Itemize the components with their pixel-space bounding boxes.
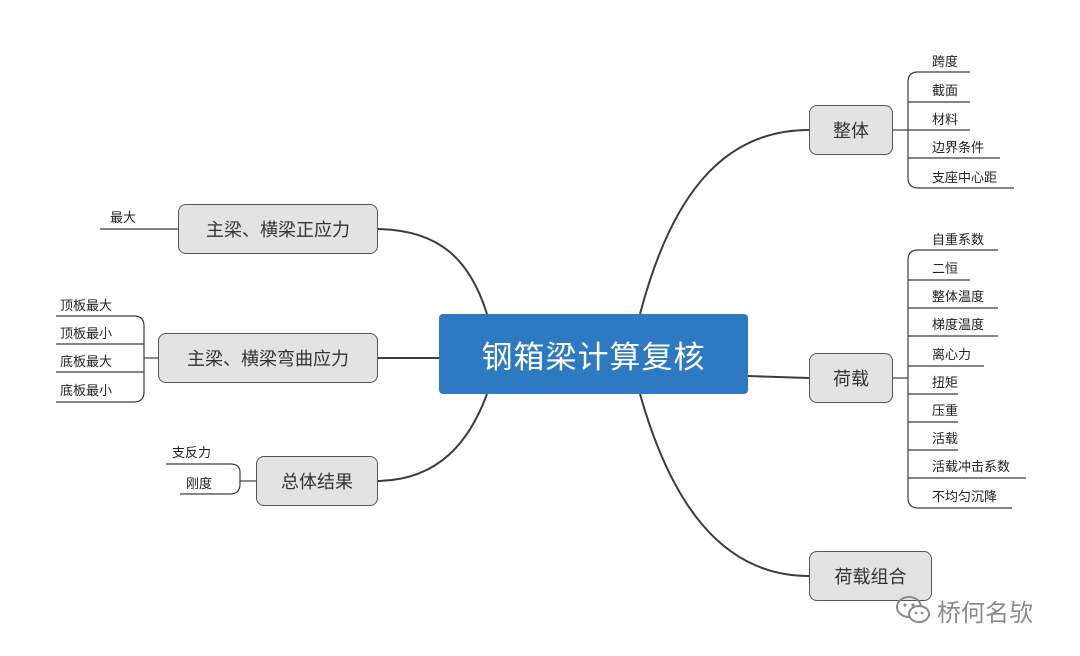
leaf-support-spacing[interactable]: 支座中心距: [932, 171, 998, 186]
root-topic[interactable]: 钢箱梁计算复核: [439, 314, 748, 394]
leaf-top-plate-max[interactable]: 顶板最大: [60, 299, 113, 314]
connector-root-normal-stress: [377, 228, 488, 315]
leaf-span[interactable]: 跨度: [932, 55, 959, 70]
leaf-stiffness[interactable]: 刚度: [186, 477, 213, 492]
leaf-impact-factor[interactable]: 活载冲击系数: [932, 460, 1011, 475]
watermark-text: 桥何名欤: [937, 598, 1033, 627]
connector-root-overall-result: [377, 393, 488, 482]
branch-normal-stress[interactable]: 主梁、横梁正应力: [178, 204, 378, 254]
branch-bending-stress[interactable]: 主梁、横梁弯曲应力: [158, 333, 378, 383]
leaf-material[interactable]: 材料: [932, 113, 959, 128]
connector-root-load: [747, 375, 810, 379]
leaf-gradient-temperature[interactable]: 梯度温度: [932, 318, 985, 333]
connector-root-overall: [639, 129, 810, 315]
leaf-self-weight-factor[interactable]: 自重系数: [932, 233, 985, 248]
watermark: 桥何名欤: [895, 592, 1033, 628]
branch-load-combination[interactable]: 荷载组合: [809, 551, 932, 601]
leaf-live-load[interactable]: 活载: [932, 432, 959, 447]
leaf-bottom-plate-max[interactable]: 底板最大: [60, 355, 113, 370]
leaf-boundary-conditions[interactable]: 边界条件: [932, 141, 985, 156]
branch-load[interactable]: 荷载: [809, 353, 893, 403]
leaf-torque[interactable]: 扭矩: [932, 376, 959, 391]
leaf-support-reaction[interactable]: 支反力: [172, 446, 212, 461]
branch-overall-result[interactable]: 总体结果: [256, 456, 378, 506]
leaf-max[interactable]: 最大: [110, 211, 137, 226]
leaf-top-plate-min[interactable]: 顶板最小: [60, 327, 113, 342]
leaf-uniform-temperature[interactable]: 整体温度: [932, 290, 985, 305]
leaf-bottom-plate-min[interactable]: 底板最小: [60, 384, 113, 399]
branch-overall[interactable]: 整体: [809, 105, 893, 155]
leaf-secondary-dead-load[interactable]: 二恒: [932, 262, 959, 277]
leaf-ballast[interactable]: 压重: [932, 404, 959, 419]
wechat-icon: [896, 596, 930, 623]
leaf-centrifugal-force[interactable]: 离心力: [932, 348, 972, 363]
leaf-uneven-settlement[interactable]: 不均匀沉降: [932, 490, 998, 505]
connector-root-load-combo: [639, 393, 810, 577]
leaf-section[interactable]: 截面: [932, 84, 959, 99]
